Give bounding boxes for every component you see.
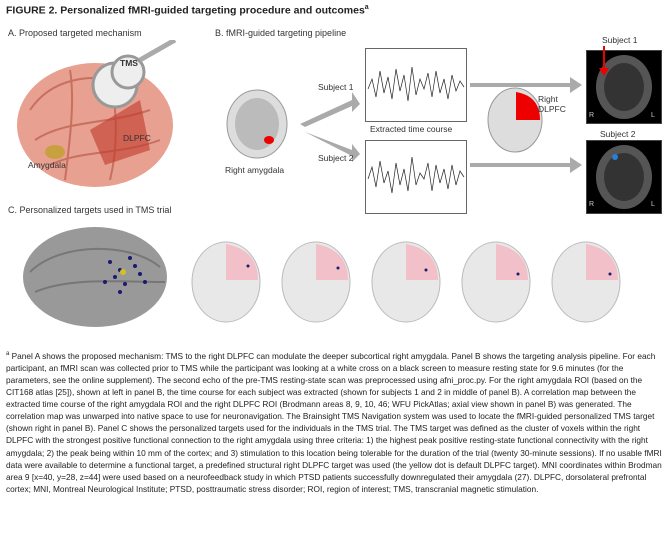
axial-dlpfc-slice: [487, 87, 543, 153]
mri-subject2-label: Subject 2: [600, 129, 636, 139]
mri-subject2-r: R: [589, 201, 595, 208]
right-dlpfc-label: Right DLPFC: [538, 94, 566, 114]
panel-a-brain-illustration: [17, 40, 177, 187]
coronal-brain-slice: [226, 89, 288, 159]
right-amygdala-label: Right amygdala: [225, 165, 285, 175]
mri-subject1-l: L: [651, 112, 655, 119]
panel-c-axial-slices: [191, 241, 621, 323]
mri-subject2: [586, 140, 662, 214]
figure-caption: a Panel A shows the proposed mechanism: …: [6, 350, 662, 494]
time-course-subject1: [365, 48, 467, 122]
panel-a-label: A. Proposed targeted mechanism: [8, 28, 142, 38]
mri-subject1-r: R: [589, 112, 595, 119]
pipeline-arrows-right: [470, 77, 582, 173]
mri-subject1-pointer: [599, 46, 609, 76]
panel-c-lateral-brain: [23, 227, 167, 327]
mri-subject1-label: Subject 1: [602, 35, 638, 45]
dlpfc-label: DLPFC: [123, 133, 151, 143]
subject2-label: Subject 2: [318, 153, 354, 163]
pipeline-arrows: [300, 92, 360, 162]
tms-label: TMS: [120, 58, 138, 68]
extracted-time-course-label: Extracted time course: [370, 124, 453, 134]
subject1-label: Subject 1: [318, 82, 354, 92]
figure-title: FIGURE 2. Personalized fMRI-guided targe…: [6, 4, 369, 17]
time-course-subject2: [365, 140, 467, 214]
amygdala-label: Amygdala: [28, 160, 66, 170]
panel-c-label: C. Personalized targets used in TMS tria…: [8, 205, 172, 215]
mri-subject1: [586, 50, 662, 124]
mri-subject2-l: L: [651, 201, 655, 208]
panel-b-label: B. fMRI-guided targeting pipeline: [215, 28, 347, 38]
